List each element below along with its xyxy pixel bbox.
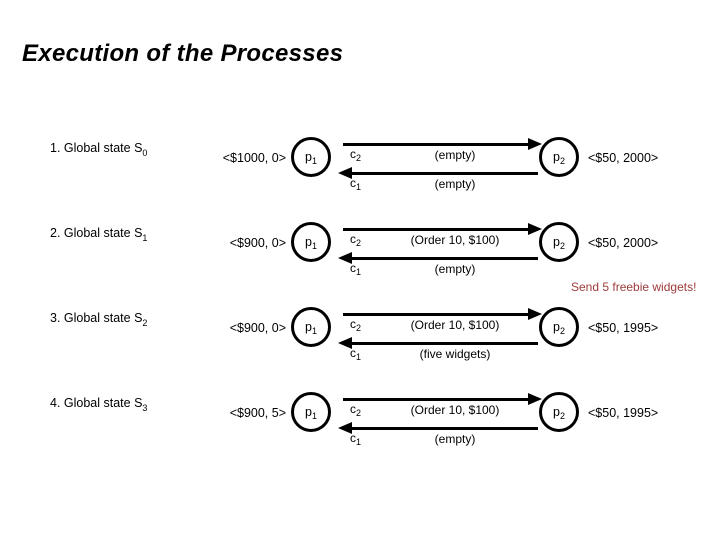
process-label-subscript: 2	[559, 241, 565, 251]
process-node-p2: p2	[539, 392, 579, 432]
process-label: p	[305, 320, 312, 334]
channel-c2-content: (Order 10, $100)	[410, 318, 500, 332]
channel-c2-name: c2	[350, 232, 361, 248]
channel-c2-arrowhead-icon	[528, 393, 542, 405]
process-node-p1: p1	[291, 137, 331, 177]
process-label: p	[553, 405, 560, 419]
channel-c1-line	[352, 172, 538, 175]
channel-c1-arrowhead-icon	[338, 252, 352, 264]
channel-c2-content: (empty)	[434, 148, 476, 162]
process-label: p	[305, 150, 312, 164]
process-label: p	[553, 235, 560, 249]
channel-c2-line	[343, 398, 535, 401]
channel-c2-name: c2	[350, 317, 361, 333]
freebie-annotation: Send 5 freebie widgets!	[571, 280, 697, 294]
process-label: p	[305, 235, 312, 249]
state-row: 2. Global state S1 <$900, 0> p1 c2 (Orde…	[0, 221, 720, 301]
channel-name-text: c	[350, 431, 356, 445]
channel-c1-name: c1	[350, 346, 361, 362]
p1-state-vector: <$1000, 0>	[222, 151, 286, 165]
channel-c1-line	[352, 257, 538, 260]
channel-c2-arrowhead-icon	[528, 138, 542, 150]
process-label-subscript: 1	[311, 241, 317, 251]
process-node-p2: p2	[539, 137, 579, 177]
channel-name-subscript: 2	[356, 238, 362, 248]
p2-state-vector: <$50, 2000>	[588, 151, 659, 165]
row-label-subscript: 0	[142, 148, 148, 158]
p2-state-vector: <$50, 1995>	[588, 321, 659, 335]
row-label-subscript: 3	[142, 403, 148, 413]
channel-name-text: c	[350, 317, 356, 331]
channel-c1-name: c1	[350, 431, 361, 447]
channel-name-subscript: 2	[356, 408, 362, 418]
channel-name-text: c	[350, 232, 356, 246]
channel-c1-line	[352, 342, 538, 345]
row-label-text: 1. Global state S	[50, 141, 143, 155]
channel-c1-content: (five widgets)	[419, 347, 491, 361]
row-label-text: 4. Global state S	[50, 396, 143, 410]
channel-name-subscript: 1	[356, 267, 362, 277]
p2-state-vector: <$50, 2000>	[588, 236, 659, 250]
channel-c1-name: c1	[350, 261, 361, 277]
state-row: 3. Global state S2 <$900, 0> p1 c2 (Orde…	[0, 306, 720, 386]
channel-c1-arrowhead-icon	[338, 422, 352, 434]
state-row: 1. Global state S0 <$1000, 0> p1 c2 (emp…	[0, 136, 720, 216]
channel-name-subscript: 1	[356, 352, 362, 362]
channel-name-text: c	[350, 402, 356, 416]
channel-name-subscript: 1	[356, 437, 362, 447]
p1-state-vector: <$900, 5>	[229, 406, 286, 420]
process-label-subscript: 2	[559, 326, 565, 336]
row-label-text: 3. Global state S	[50, 311, 143, 325]
channel-c1-name: c1	[350, 176, 361, 192]
row-label-text: 2. Global state S	[50, 226, 143, 240]
channel-c1-content: (empty)	[434, 432, 476, 446]
row-label-subscript: 2	[142, 318, 148, 328]
channel-name-text: c	[350, 147, 356, 161]
channel-c2-content: (Order 10, $100)	[410, 233, 500, 247]
p2-state-vector: <$50, 1995>	[588, 406, 659, 420]
process-label: p	[553, 150, 560, 164]
channel-c2-arrowhead-icon	[528, 308, 542, 320]
row-label: 1. Global state S0	[50, 141, 147, 158]
process-node-p1: p1	[291, 307, 331, 347]
process-label: p	[553, 320, 560, 334]
channel-c2-content: (Order 10, $100)	[410, 403, 500, 417]
process-label-subscript: 1	[311, 156, 317, 166]
process-label-subscript: 2	[559, 411, 565, 421]
process-label-subscript: 2	[559, 156, 565, 166]
channel-name-text: c	[350, 346, 356, 360]
channel-c2-name: c2	[350, 147, 361, 163]
process-node-p2: p2	[539, 307, 579, 347]
channel-c2-line	[343, 228, 535, 231]
channel-name-subscript: 2	[356, 323, 362, 333]
channel-name-text: c	[350, 176, 356, 190]
page-title: Execution of the Processes	[22, 40, 344, 67]
channel-c2-name: c2	[350, 402, 361, 418]
channel-name-subscript: 1	[356, 182, 362, 192]
channel-c1-arrowhead-icon	[338, 167, 352, 179]
process-node-p1: p1	[291, 392, 331, 432]
row-label-subscript: 1	[142, 233, 148, 243]
row-label: 3. Global state S2	[50, 311, 147, 328]
p1-state-vector: <$900, 0>	[229, 236, 286, 250]
process-label-subscript: 1	[311, 326, 317, 336]
channel-c2-line	[343, 313, 535, 316]
process-node-p2: p2	[539, 222, 579, 262]
channel-name-subscript: 2	[356, 153, 362, 163]
state-row: 4. Global state S3 <$900, 5> p1 c2 (Orde…	[0, 391, 720, 471]
process-node-p1: p1	[291, 222, 331, 262]
channel-c2-arrowhead-icon	[528, 223, 542, 235]
row-label: 2. Global state S1	[50, 226, 147, 243]
channel-c1-line	[352, 427, 538, 430]
p1-state-vector: <$900, 0>	[229, 321, 286, 335]
channel-name-text: c	[350, 261, 356, 275]
process-label-subscript: 1	[311, 411, 317, 421]
channel-c1-content: (empty)	[434, 262, 476, 276]
channel-c2-line	[343, 143, 535, 146]
channel-c1-arrowhead-icon	[338, 337, 352, 349]
row-label: 4. Global state S3	[50, 396, 147, 413]
channel-c1-content: (empty)	[434, 177, 476, 191]
process-label: p	[305, 405, 312, 419]
